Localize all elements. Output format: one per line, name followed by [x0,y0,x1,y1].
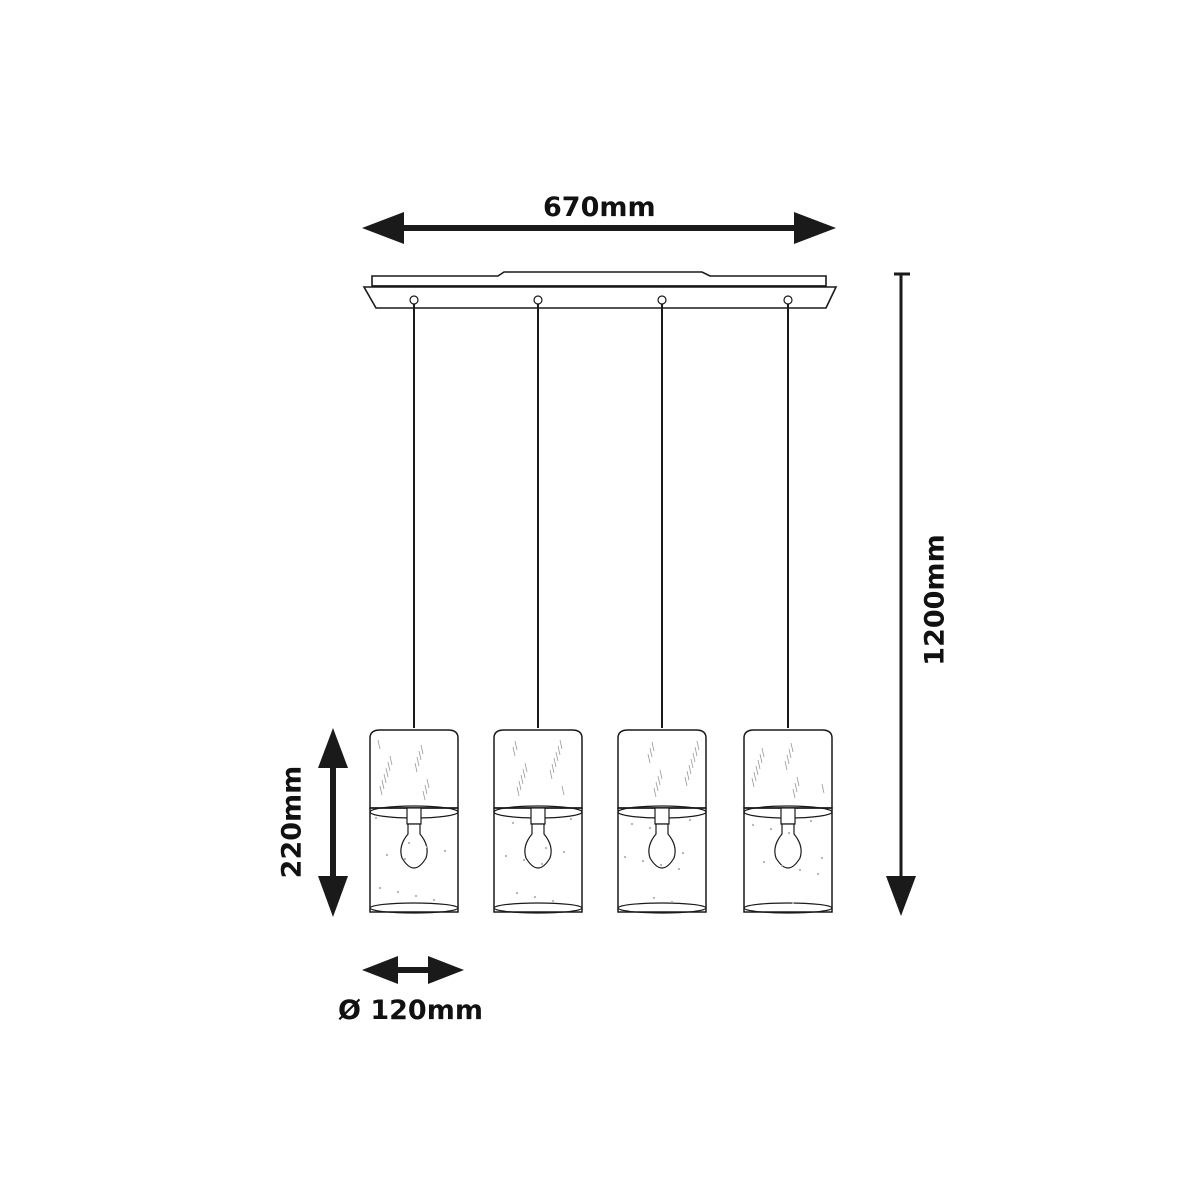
light-bulb [648,823,676,869]
height-dimension-arrow [886,272,916,916]
shade-rim-bottom [617,902,707,914]
shade-height-dimension-arrow [318,728,348,917]
pendant-1 [369,295,459,914]
pendant-4 [743,295,833,914]
upper-shade [617,729,707,809]
shade-texture [512,739,565,797]
mount-point [783,295,793,305]
diameter-dimension-arrow [362,956,464,984]
shade-rim-bottom [743,902,833,914]
pendants [369,295,833,914]
ceiling-canopy [362,271,838,309]
mount-point [533,295,543,305]
light-bulb [524,823,552,869]
upper-shade [369,729,459,809]
glass-droplets [374,816,447,902]
glass-droplets [623,818,692,904]
shade-texture [377,739,430,801]
lamp-socket [654,807,670,825]
glass-droplets [751,819,824,905]
shade-rim-bottom [493,902,583,914]
pendant-3 [617,295,707,914]
upper-shade [743,729,833,809]
shade-height-label: 220mm [276,765,308,879]
light-bulb [774,823,802,869]
shade-texture [751,742,825,799]
lamp-socket [406,807,422,825]
lamp-socket [530,807,546,825]
width-dimension-arrow [362,212,836,244]
light-bulb [400,823,428,869]
glass-droplets [504,817,573,903]
upper-shade [493,729,583,809]
pendant-2 [493,295,583,914]
overall-height-label: 1200mm [919,534,951,666]
lamp-socket [780,807,796,825]
mount-point [657,295,667,305]
mount-point [409,295,419,305]
overall-width-label: 670mm [543,192,656,223]
shade-diameter-label: Ø 120mm [338,995,483,1026]
shade-texture [647,740,700,798]
shade-rim-bottom [369,902,459,914]
